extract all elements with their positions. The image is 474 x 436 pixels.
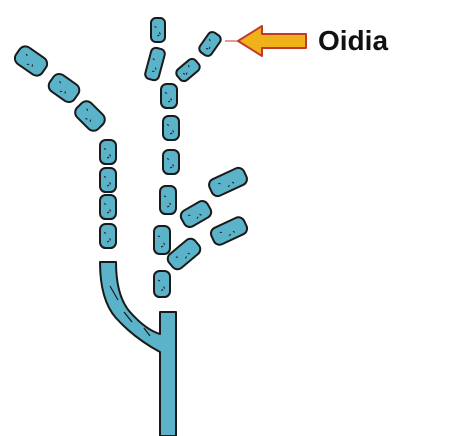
oidium-body — [144, 46, 166, 82]
oidium-body — [179, 200, 213, 228]
oidium-granules — [166, 157, 175, 169]
oidium-cell-4 — [99, 139, 117, 165]
oidium-granules — [157, 279, 166, 291]
oidium-cell-12 — [160, 83, 178, 109]
hypha — [99, 261, 177, 436]
label-arrow — [225, 25, 307, 57]
oidium-body — [209, 216, 249, 246]
oidium-body — [99, 167, 117, 193]
oidium-granules — [103, 202, 112, 214]
oidium-cell-10 — [175, 57, 201, 83]
oidium-granules — [166, 123, 175, 135]
arrow-head — [237, 25, 307, 57]
oidium-cell-9 — [144, 46, 166, 82]
oidium-cell-20 — [209, 216, 249, 246]
oidium-cell-19 — [179, 200, 213, 228]
oidium-body — [160, 83, 178, 109]
oidium-cell-11 — [198, 31, 222, 57]
oidium-body — [159, 185, 177, 215]
oidium-body — [198, 31, 222, 57]
oidium-granules — [85, 108, 92, 122]
oidium-cell-1 — [13, 45, 49, 77]
hypha-base — [99, 261, 177, 436]
oidium-granules — [103, 147, 112, 159]
oidium-body — [208, 166, 248, 198]
oidium-granules — [152, 58, 157, 73]
oidia-label: Oidia — [318, 25, 389, 56]
oidium-cell-3 — [74, 100, 106, 132]
oidium-granules — [218, 181, 235, 188]
oidium-cell-7 — [99, 223, 117, 249]
oidium-granules — [59, 81, 66, 94]
oidium-cell-5 — [99, 167, 117, 193]
oidium-cell-17 — [153, 270, 171, 298]
oidium-cell-6 — [99, 194, 117, 220]
oidium-granules — [103, 231, 112, 243]
oidium-granules — [163, 195, 172, 208]
oidium-body — [153, 270, 171, 298]
oidia-cells — [13, 17, 249, 298]
oidium-granules — [188, 213, 202, 219]
oidium-granules — [175, 252, 191, 259]
oidium-body — [47, 72, 81, 104]
oidium-cell-14 — [162, 149, 180, 175]
oidium-body — [150, 17, 166, 43]
oidium-body — [175, 57, 201, 83]
oidium-cell-16 — [153, 225, 171, 255]
oidium-granules — [205, 38, 211, 50]
oidium-body — [162, 149, 180, 175]
oidium-body — [99, 194, 117, 220]
oidium-body — [99, 139, 117, 165]
oidium-granules — [219, 230, 236, 237]
hypha-septa — [109, 285, 151, 337]
oidium-body — [74, 100, 106, 132]
oidium-body — [153, 225, 171, 255]
oidium-granules — [157, 235, 166, 248]
oidium-body — [166, 237, 202, 271]
oidium-granules — [182, 64, 190, 75]
oidium-cell-13 — [162, 115, 180, 141]
oidium-granules — [103, 175, 112, 187]
oidium-granules — [164, 91, 173, 103]
oidium-cell-21 — [166, 237, 202, 271]
oidium-body — [13, 45, 49, 77]
oidium-cell-2 — [47, 72, 81, 104]
oidium-body — [162, 115, 180, 141]
oidium-granules — [154, 25, 161, 37]
oidium-cell-18 — [208, 166, 248, 198]
oidium-body — [99, 223, 117, 249]
oidium-granules — [25, 53, 33, 67]
oidium-cell-8 — [150, 17, 166, 43]
oidium-cell-15 — [159, 185, 177, 215]
